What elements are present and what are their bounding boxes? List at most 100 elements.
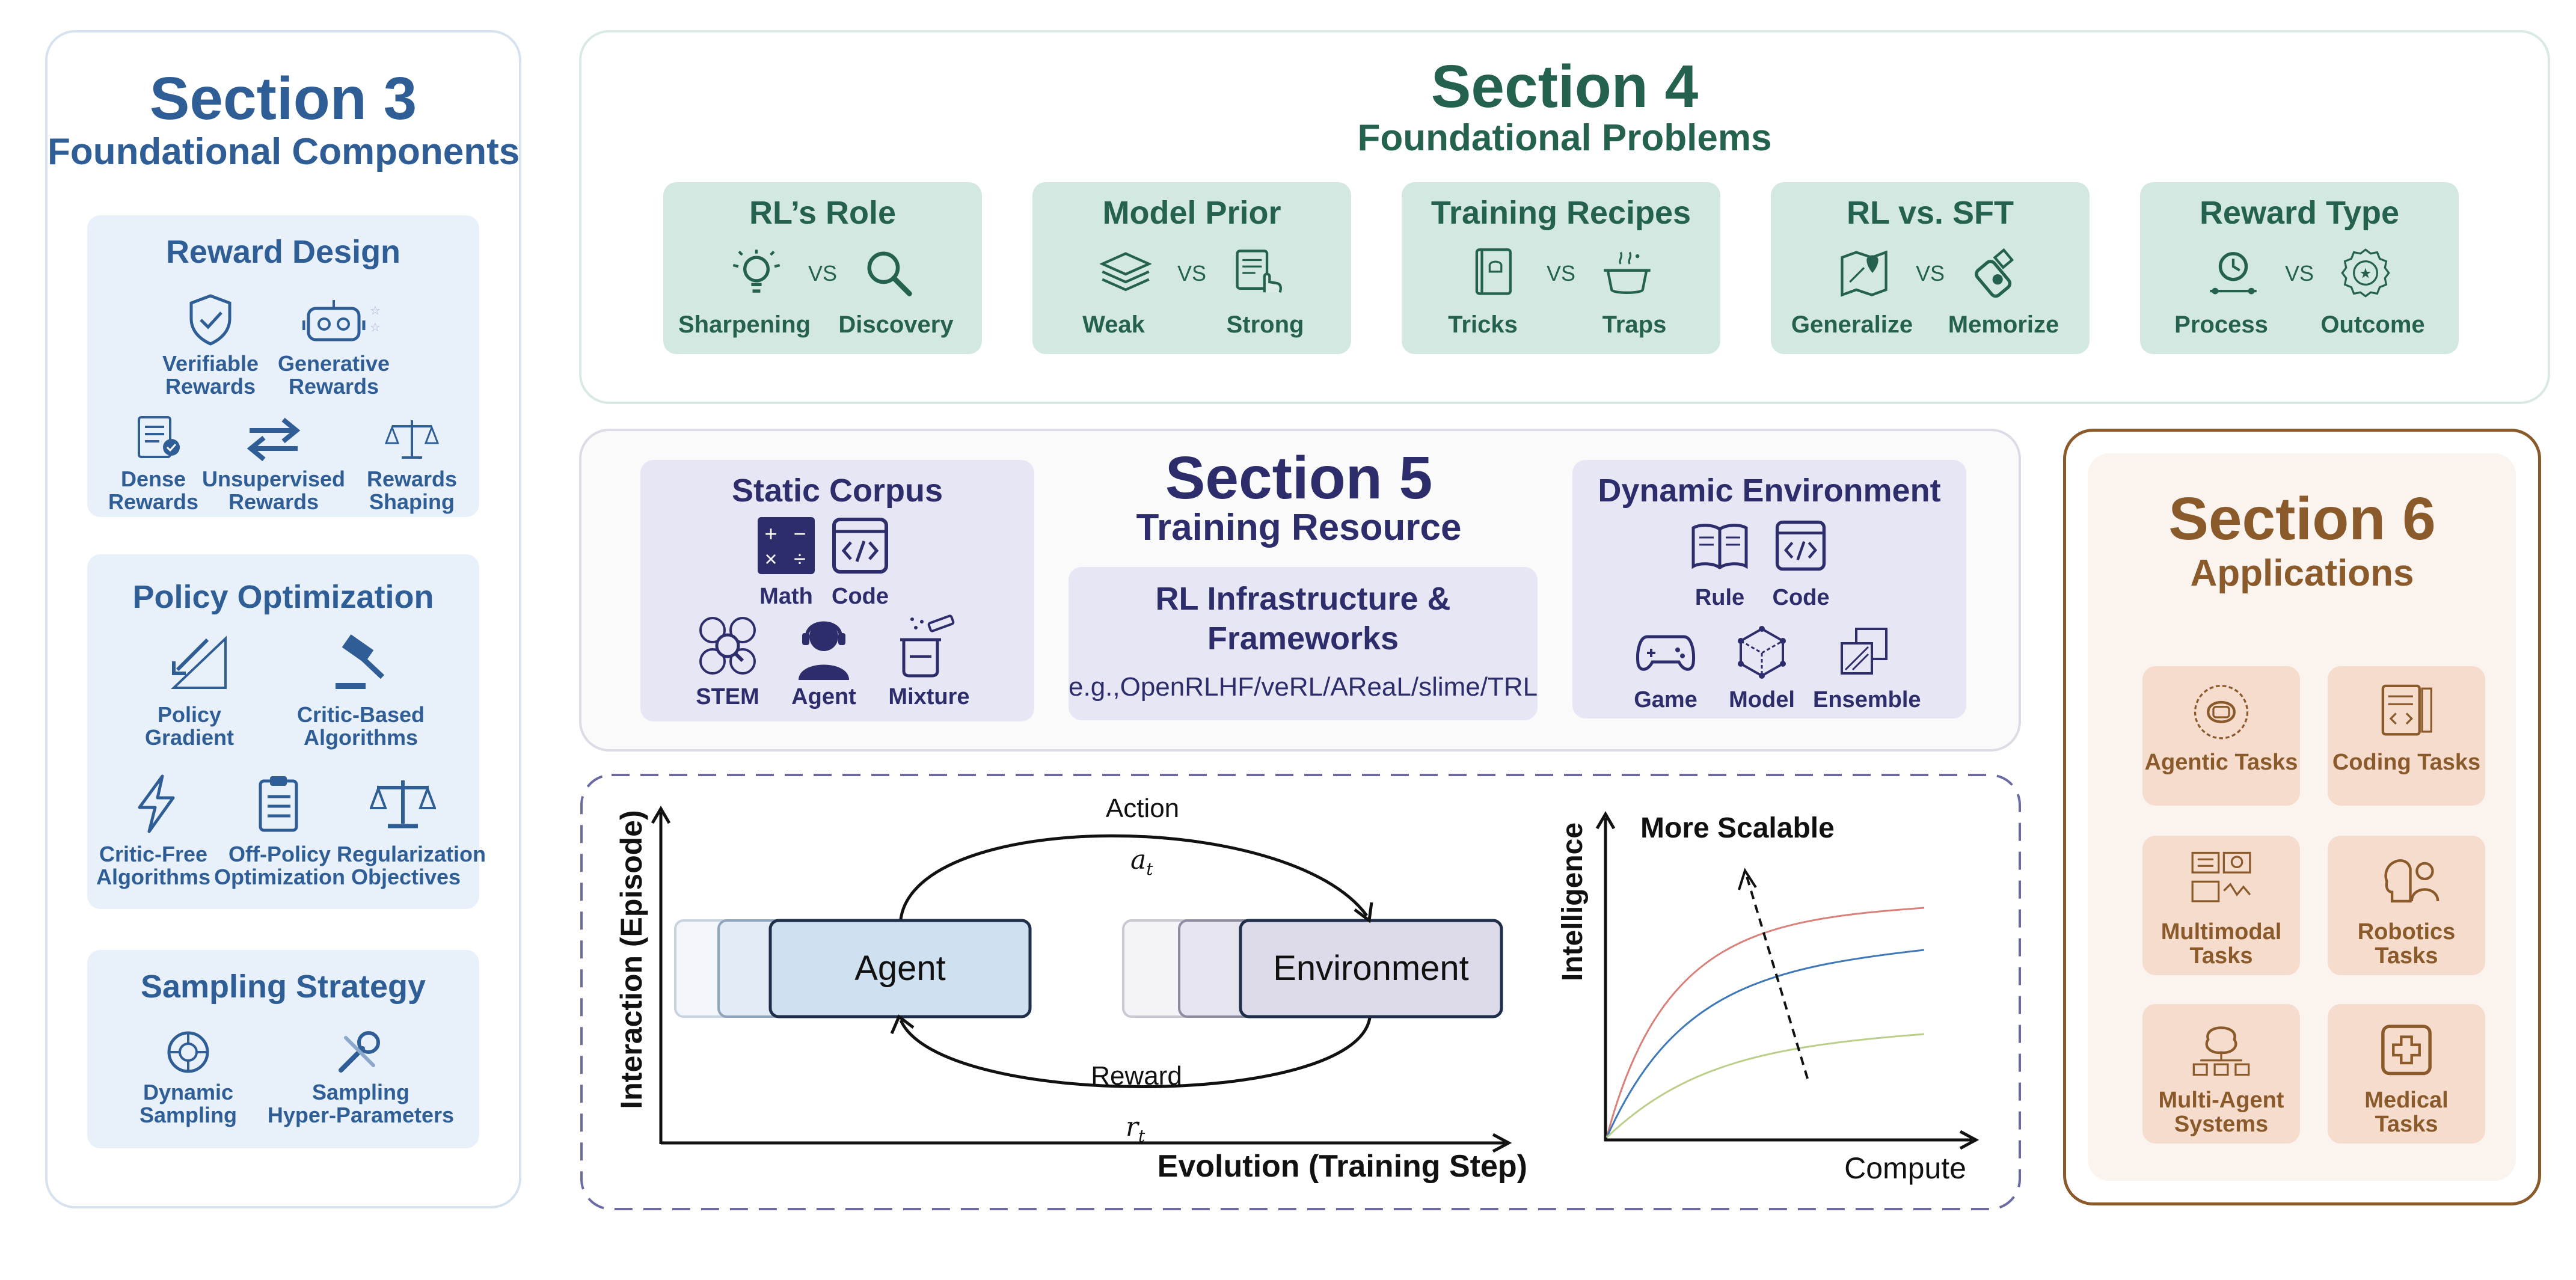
environment-box [1239, 919, 1503, 1018]
vs-label: VS [2284, 261, 2314, 286]
brain-gear-icon [2194, 685, 2249, 740]
application-card: Robotics Tasks [2328, 836, 2485, 975]
infrastructure-title: RL Infrastructure & Frameworks [1155, 581, 1451, 657]
cooking-pot-icon [1604, 251, 1651, 294]
timeline-clock-icon [2210, 252, 2257, 295]
map-pin-icon [1841, 250, 1888, 297]
robot-brain-icon [2384, 859, 2440, 903]
loop-x-axis-label: Evolution (Training Step) [1157, 1149, 1527, 1184]
sampling-strategy-card: Sampling Strategy Dynamic Sampling Sampl… [87, 950, 479, 1148]
lightning-icon [138, 774, 175, 833]
section4-left-label: Weak [1082, 311, 1145, 338]
section4-card-title: RL vs. SFT [1846, 195, 2014, 231]
svg-text:☆: ☆ [370, 321, 381, 334]
loop-diagram [580, 774, 2021, 1210]
reward-label: Reward [1091, 1061, 1182, 1091]
loop-y-axis-text: Interaction (Episode) [615, 810, 648, 1109]
infrastructure-examples: e.g.,OpenRLHF/veRL/AReaL/slime/TRL [1069, 672, 1538, 702]
beaker-icon [900, 614, 955, 678]
section6-title: Section 6 [2168, 485, 2436, 553]
swap-arrows-icon [247, 417, 301, 462]
section4-card-title: Reward Type [2199, 195, 2400, 231]
calculator-icon: + − × ÷ [758, 517, 815, 574]
vs-label: VS [1177, 261, 1207, 286]
reward-arrow [899, 1017, 1372, 1088]
stem-label: STEM [696, 684, 759, 709]
svg-text:−: − [793, 521, 806, 546]
network-brain-icon [2192, 1026, 2250, 1076]
section4-card-title: Training Recipes [1431, 195, 1691, 231]
section5-title: Section 5 [1165, 444, 1433, 512]
scalable-arrow [1746, 876, 1809, 1079]
reward-design-card: Reward Design Verifiable Rewards ☆ ☆ Gen… [87, 215, 479, 517]
balance-scale-icon [370, 780, 436, 828]
dial-icon [167, 1031, 209, 1073]
application-label: Multimodal Tasks [2160, 919, 2282, 969]
scaling-y-axis-label: Intelligence [1557, 822, 1589, 982]
dynamic-environment-title: Dynamic Environment [1598, 473, 1941, 509]
usb-drive-icon [1975, 248, 2014, 298]
action-arrow [899, 834, 1369, 920]
section4-title: Section 4 [1431, 53, 1699, 120]
svg-text:÷: ÷ [794, 547, 806, 571]
rewards-shaping-label: Rewards Shaping [366, 467, 458, 514]
sampling-strategy-title: Sampling Strategy [140, 969, 426, 1005]
stacked-squares-icon [1841, 628, 1888, 675]
rule-label: Rule [1694, 585, 1745, 610]
application-card: Coding Tasks [2328, 666, 2485, 806]
section3-title: Section 3 [149, 65, 417, 132]
lightbulb-icon [732, 250, 780, 293]
application-label: Agentic Tasks [2144, 750, 2298, 775]
document-touch-icon [1236, 250, 1282, 293]
section4-left-label: Process [2174, 311, 2268, 338]
vs-label: VS [1915, 261, 1945, 286]
critic-free-label: Critic-Free Algorithms [96, 842, 210, 889]
code-label: Code [832, 584, 889, 609]
section4-left-label: Generalize [1791, 311, 1913, 338]
section4-left-label: Tricks [1448, 311, 1518, 338]
wrench-icon [339, 1031, 380, 1073]
section6-subtitle: Applications [2190, 553, 2414, 594]
static-corpus-card: Static Corpus + − × ÷ Math Code STEM Age… [640, 460, 1034, 721]
vs-label: VS [1546, 261, 1576, 286]
gamepad-icon [1636, 635, 1695, 671]
dynamic-sampling-label: Dynamic Sampling [139, 1080, 238, 1127]
action-symbol-letter: a [1130, 845, 1147, 875]
multimodal-icon [2191, 851, 2251, 902]
section4-subtitle: Foundational Problems [1357, 117, 1772, 159]
math-label: Math [759, 584, 813, 609]
scaling-annotation: More Scalable [1640, 812, 1835, 844]
magnifier-icon [867, 251, 912, 296]
balance-scale-icon [385, 420, 439, 459]
policy-gradient-label: Policy Gradient [144, 702, 235, 750]
cube-icon [1738, 626, 1786, 679]
application-card: Medical Tasks [2328, 1004, 2485, 1144]
section4-right-label: Traps [1602, 311, 1667, 338]
game-label: Game [1634, 687, 1697, 712]
verifiable-rewards-label: Verifiable Rewards [162, 351, 259, 399]
gavel-icon [336, 634, 385, 689]
section4-left-label: Sharpening [678, 311, 811, 338]
infrastructure-card: RL Infrastructure & Frameworks e.g.,Open… [1069, 567, 1538, 720]
section3-subtitle: Foundational Components [48, 131, 520, 173]
reward-symbol: rt [1126, 1112, 1162, 1151]
agent-headset-icon [799, 621, 849, 680]
code-window-icon [832, 518, 888, 574]
agent-label: Agent [854, 949, 946, 988]
vs-label: VS [808, 261, 838, 286]
recipe-book-icon [1475, 248, 1512, 295]
code-document-icon [2381, 684, 2432, 736]
scaling-x-axis-label: Compute [1844, 1151, 1966, 1185]
medical-cross-icon [2381, 1024, 2432, 1076]
stem-icons-icon [699, 617, 756, 675]
scaling-curve-bottom [1605, 1033, 1925, 1139]
dynamic-environment-card: Dynamic Environment Rule Code Game Model [1572, 460, 1966, 718]
action-symbol-sub: t [1146, 859, 1153, 879]
agent-label: Agent [791, 684, 856, 709]
layers-icon [1100, 252, 1152, 292]
